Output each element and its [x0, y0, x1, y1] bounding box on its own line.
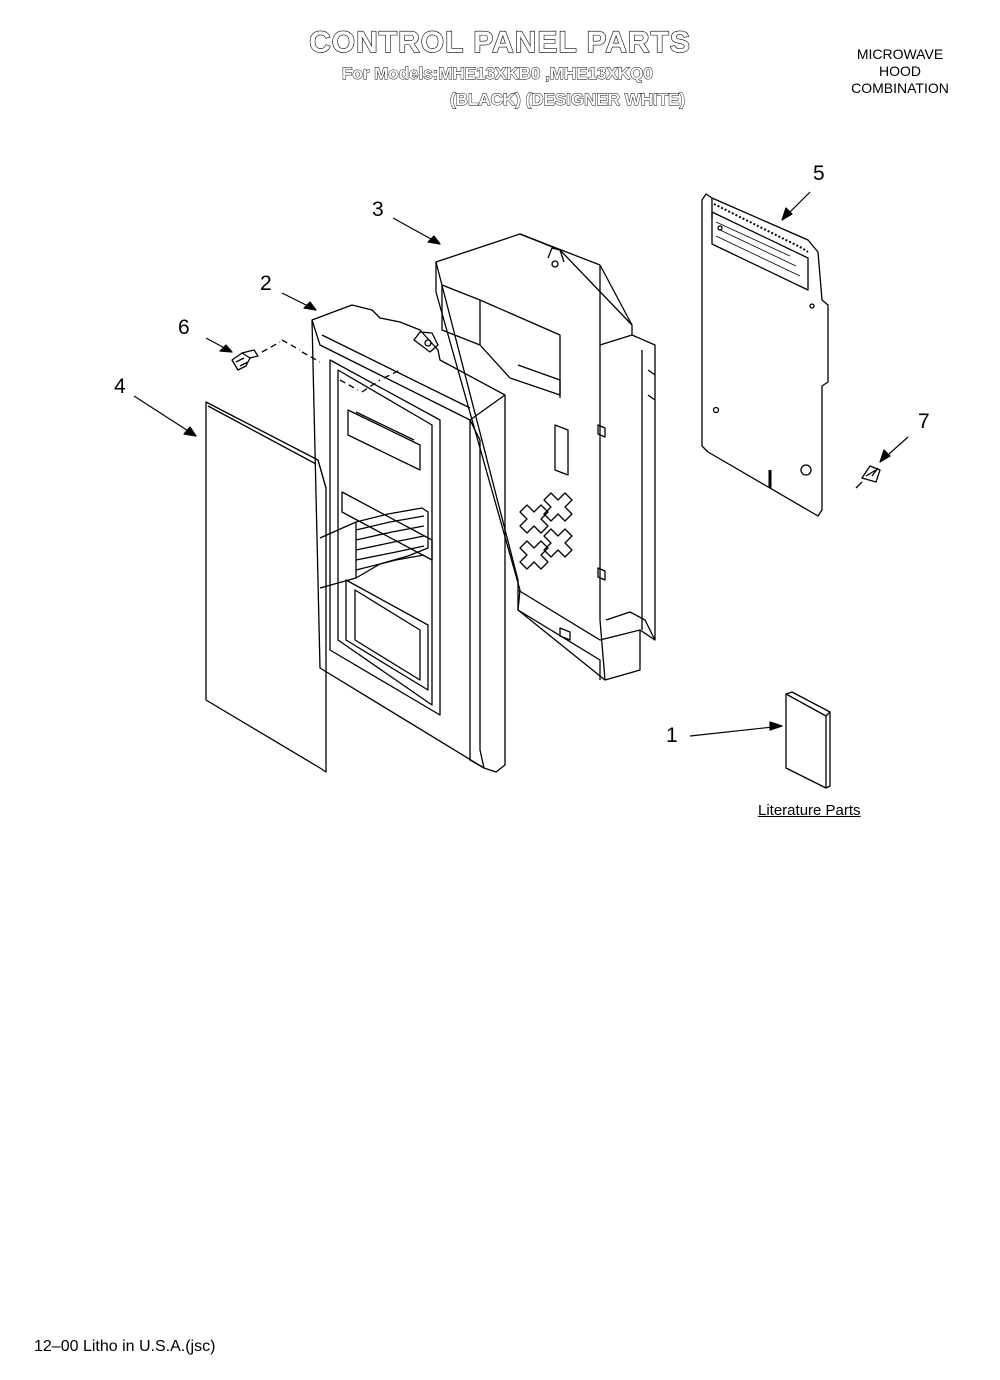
product-type-line-1: MICROWAVE: [856, 46, 944, 62]
page-title: CONTROL PANEL PARTS: [308, 25, 691, 59]
part-1-literature: [785, 691, 831, 789]
callout-3: 3: [372, 198, 384, 221]
callout-2: 2: [260, 272, 272, 295]
leader-arrows: [133, 191, 909, 737]
footer-print-code: 12–00 Litho in U.S.A.(jsc): [34, 1338, 216, 1355]
models-line: For Models:MHE13XKB0 ,MHE13XKQ0: [342, 64, 654, 84]
literature-parts-label: Literature Parts: [758, 802, 861, 819]
part-2-control-panel-frame: [311, 304, 506, 773]
callout-1: 1: [666, 724, 678, 747]
part-6-screw: [231, 339, 401, 393]
part-4-overlay: [205, 401, 327, 773]
part-5-circuit-board: [701, 193, 829, 517]
callout-6: 6: [178, 316, 190, 339]
product-type-line-3: COMBINATION: [851, 80, 949, 96]
callout-4: 4: [114, 375, 126, 398]
callout-7: 7: [918, 410, 930, 433]
product-type-line-2: HOOD: [879, 63, 921, 79]
part-3-control-housing: [435, 233, 656, 681]
variants-line: (BLACK) (DESIGNER WHITE): [450, 90, 686, 110]
callout-5: 5: [813, 162, 825, 185]
part-7-screw: [855, 465, 881, 489]
product-type: MICROWAVE HOOD COMBINATION: [832, 46, 968, 97]
